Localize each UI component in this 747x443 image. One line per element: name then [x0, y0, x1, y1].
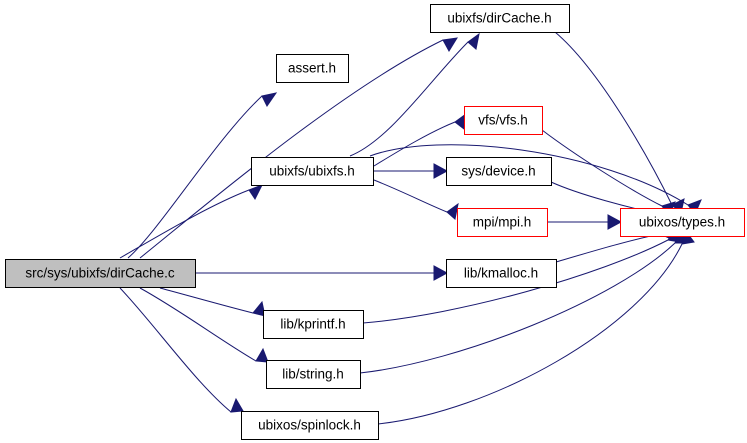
node-label: ubixos/spinlock.h	[258, 418, 361, 433]
node-label: assert.h	[288, 61, 336, 76]
node-assert_h[interactable]: assert.h	[276, 54, 349, 83]
node-ubixfs_h[interactable]: ubixfs/ubixfs.h	[251, 157, 374, 186]
edge-line	[541, 129, 663, 207]
edge-line	[373, 121, 456, 167]
node-kprintf_h[interactable]: lib/kprintf.h	[263, 310, 364, 339]
edge-dircache_c-to-assert_h	[127, 92, 278, 259]
edge-line	[362, 239, 669, 324]
node-box[interactable]	[276, 54, 349, 83]
edge-line	[554, 31, 673, 206]
node-label: lib/string.h	[282, 367, 344, 382]
node-box[interactable]	[620, 208, 745, 237]
arrowhead-icon	[607, 214, 623, 230]
arrowhead-icon	[442, 37, 458, 52]
edge-dircache_c-to-ubixfs_h	[119, 184, 264, 259]
edge-line	[119, 287, 232, 413]
arrowhead-icon	[467, 32, 480, 50]
arrowhead-icon	[248, 184, 264, 200]
arrowhead-icon	[433, 265, 449, 281]
edge-line	[377, 243, 683, 425]
node-device_h[interactable]: sys/device.h	[446, 157, 552, 186]
node-label: vfs/vfs.h	[478, 113, 528, 128]
node-label: src/sys/ubixfs/dirCache.c	[25, 266, 175, 281]
node-box[interactable]	[446, 157, 552, 186]
edge-dircache_c-to-kprintf_h	[159, 287, 266, 317]
node-box[interactable]	[446, 259, 557, 288]
arrowhead-icon	[255, 347, 269, 363]
node-label: lib/kprintf.h	[280, 317, 345, 332]
edge-line	[359, 242, 676, 374]
edge-ubixfs_h-to-device_h	[374, 163, 449, 179]
node-label: lib/kmalloc.h	[464, 266, 538, 281]
edge-line	[139, 287, 257, 362]
node-vfs_h[interactable]: vfs/vfs.h	[464, 106, 543, 135]
edge-line	[159, 287, 254, 314]
edge-line	[373, 179, 448, 213]
node-string_h[interactable]: lib/string.h	[266, 360, 361, 389]
node-box[interactable]	[430, 4, 570, 33]
node-box[interactable]	[5, 259, 196, 288]
edges-layer	[119, 31, 702, 425]
node-label: ubixos/types.h	[639, 215, 725, 230]
node-box[interactable]	[263, 310, 364, 339]
arrowhead-icon	[446, 202, 459, 220]
edge-line	[555, 233, 661, 263]
node-label: sys/device.h	[461, 164, 535, 179]
node-label: ubixfs/ubixfs.h	[269, 164, 355, 179]
edge-dircache_c-to-string_h	[139, 287, 269, 363]
edge-ubixfs_h-to-dircache_h	[349, 32, 480, 157]
node-dircache_h[interactable]: ubixfs/dirCache.h	[430, 4, 570, 33]
edge-dircache_c-to-kmalloc_h	[196, 265, 449, 281]
edge-dircache_c-to-spinlock_h	[119, 287, 244, 413]
edge-dircache_c-to-dircache_h	[139, 37, 458, 259]
edge-line	[119, 189, 250, 259]
node-box[interactable]	[457, 208, 548, 237]
nodes-layer: ubixfs/dirCache.h assert.h vfs/vfs.h ubixfs…	[5, 4, 745, 440]
edge-line	[349, 41, 469, 157]
edge-mpi_h-to-types_h	[548, 214, 623, 230]
node-label: ubixfs/dirCache.h	[447, 11, 551, 26]
node-box[interactable]	[266, 360, 361, 389]
node-spinlock_h[interactable]: ubixos/spinlock.h	[241, 411, 379, 440]
node-box[interactable]	[251, 157, 374, 186]
edge-ubixfs_h-to-mpi_h	[373, 179, 459, 220]
edge-line	[369, 144, 689, 206]
node-box[interactable]	[464, 106, 543, 135]
edge-dircache_h-to-types_h	[554, 31, 685, 214]
node-types_h[interactable]: ubixos/types.h	[620, 208, 745, 237]
arrowhead-icon	[261, 92, 278, 107]
arrowhead-icon	[252, 300, 266, 317]
node-label: mpi/mpi.h	[473, 215, 532, 230]
node-kmalloc_h[interactable]: lib/kmalloc.h	[446, 259, 557, 288]
node-mpi_h[interactable]: mpi/mpi.h	[457, 208, 548, 237]
arrowhead-icon	[230, 397, 244, 413]
node-box[interactable]	[241, 411, 379, 440]
edge-line	[127, 95, 263, 259]
arrowhead-icon	[433, 163, 449, 179]
node-dircache_c[interactable]: src/sys/ubixfs/dirCache.c	[5, 259, 196, 288]
edge-line	[139, 39, 444, 259]
